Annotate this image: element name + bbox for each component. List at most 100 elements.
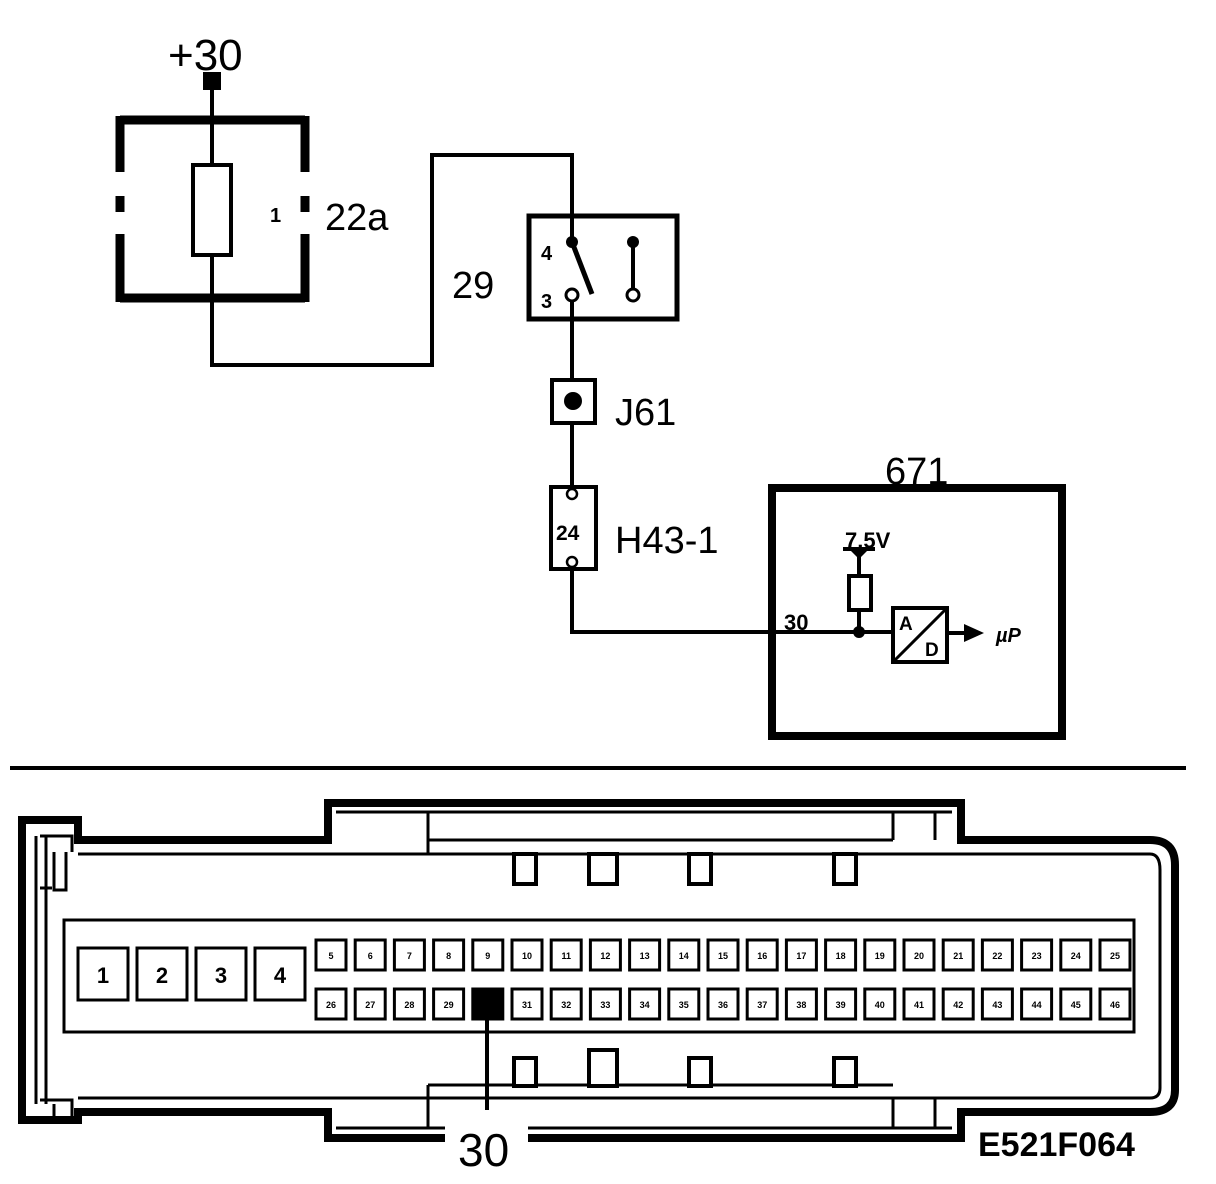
signal-pin: 10 [510, 938, 544, 972]
signal-pin: 18 [824, 938, 858, 972]
svg-text:2: 2 [156, 963, 168, 988]
pin-row-1: 5 6 7 8 9 10 11 12 13 14 15 16 17 18 19 20 21 22 23 24 25 [314, 938, 1132, 972]
svg-text:31: 31 [522, 1000, 532, 1010]
svg-text:11: 11 [561, 951, 571, 961]
figure-id: E521F064 [978, 1126, 1135, 1164]
svg-text:19: 19 [875, 951, 885, 961]
signal-pin: 35 [667, 987, 701, 1021]
power-pin: 2 [135, 946, 189, 1002]
signal-pin: 38 [784, 987, 818, 1021]
fuse-number: 1 [270, 205, 281, 227]
signal-pin: 40 [863, 987, 897, 1021]
svg-text:26: 26 [326, 1000, 336, 1010]
power-pin-group: 1 2 3 4 [76, 946, 307, 1002]
signal-pin: 22 [980, 938, 1014, 972]
signal-pin: 42 [941, 987, 975, 1021]
signal-pin: 41 [902, 987, 936, 1021]
signal-pin: 15 [706, 938, 740, 972]
signal-pin: 37 [745, 987, 779, 1021]
signal-pin: 44 [1020, 987, 1054, 1021]
signal-pin: 29 [432, 987, 466, 1021]
signal-pin: 27 [353, 987, 387, 1021]
svg-text:38: 38 [796, 1000, 806, 1010]
svg-text:37: 37 [757, 1000, 767, 1010]
svg-text:A: A [899, 614, 913, 635]
signal-pin: 46 [1098, 987, 1132, 1021]
svg-text:29: 29 [444, 1000, 454, 1010]
signal-pin: 7 [392, 938, 426, 972]
signal-pin: 28 [392, 987, 426, 1021]
relay-label: 29 [452, 265, 494, 307]
svg-text:35: 35 [679, 1000, 689, 1010]
power-pin: 4 [253, 946, 307, 1002]
output-label: µP [995, 625, 1022, 647]
signal-pin: 21 [941, 938, 975, 972]
svg-text:18: 18 [836, 951, 846, 961]
signal-pin: 12 [588, 938, 622, 972]
svg-text:21: 21 [953, 951, 963, 961]
signal-pin: 17 [784, 938, 818, 972]
svg-text:16: 16 [757, 951, 767, 961]
wires [210, 90, 893, 634]
svg-text:8: 8 [446, 951, 451, 961]
svg-text:13: 13 [640, 951, 650, 961]
svg-text:27: 27 [365, 1000, 375, 1010]
supply-terminal [203, 72, 221, 90]
signal-pin: 11 [549, 938, 583, 972]
pullup-resistor [843, 547, 875, 638]
signal-pin: 36 [706, 987, 740, 1021]
svg-text:39: 39 [836, 1000, 846, 1010]
supply-label: +30 [168, 31, 243, 80]
svg-text:33: 33 [600, 1000, 610, 1010]
signal-pin: 5 [314, 938, 348, 972]
signal-pin: 8 [432, 938, 466, 972]
signal-pin: 16 [745, 938, 779, 972]
svg-text:43: 43 [992, 1000, 1002, 1010]
connector-label: H43-1 [615, 520, 719, 562]
signal-pin: 45 [1059, 987, 1093, 1021]
signal-pin: 23 [1020, 938, 1054, 972]
svg-text:17: 17 [796, 951, 806, 961]
relay-box [526, 213, 680, 322]
svg-text:44: 44 [1032, 1000, 1042, 1010]
power-pin: 3 [194, 946, 248, 1002]
connector-box [549, 485, 598, 571]
signal-pin: 43 [980, 987, 1014, 1021]
relay-contacts [564, 236, 641, 303]
svg-text:3: 3 [215, 963, 227, 988]
signal-pin: 20 [902, 938, 936, 972]
junction-dot [564, 392, 582, 410]
svg-text:6: 6 [368, 951, 373, 961]
signal-pin: 32 [549, 987, 583, 1021]
ecu-connector-face [18, 799, 1179, 1142]
signal-pin: 26 [314, 987, 348, 1021]
ecu-pin: 30 [784, 610, 808, 635]
pin-pointer-label: 30 [458, 1124, 509, 1176]
signal-pin: 9 [471, 938, 505, 972]
svg-text:24: 24 [1071, 951, 1081, 961]
signal-pin: 31 [510, 987, 544, 1021]
svg-text:15: 15 [718, 951, 728, 961]
svg-text:41: 41 [914, 1000, 924, 1010]
svg-text:46: 46 [1110, 1000, 1120, 1010]
svg-text:5: 5 [328, 951, 333, 961]
signal-pin: 33 [588, 987, 622, 1021]
ecu-label: 671 [885, 451, 948, 493]
svg-text:23: 23 [1032, 951, 1042, 961]
signal-pin: 24 [1059, 938, 1093, 972]
svg-text:1: 1 [97, 963, 109, 988]
svg-text:9: 9 [485, 951, 490, 961]
svg-text:D: D [925, 640, 939, 661]
signal-pin: 13 [628, 938, 662, 972]
svg-text:25: 25 [1110, 951, 1120, 961]
signal-pin: 14 [667, 938, 701, 972]
svg-text:12: 12 [600, 951, 610, 961]
relay-pin-top: 4 [541, 243, 553, 265]
svg-text:10: 10 [522, 951, 532, 961]
svg-text:7: 7 [407, 951, 412, 961]
svg-text:32: 32 [561, 1000, 571, 1010]
signal-pin: 25 [1098, 938, 1132, 972]
fuse-block-label: 22a [325, 197, 389, 239]
